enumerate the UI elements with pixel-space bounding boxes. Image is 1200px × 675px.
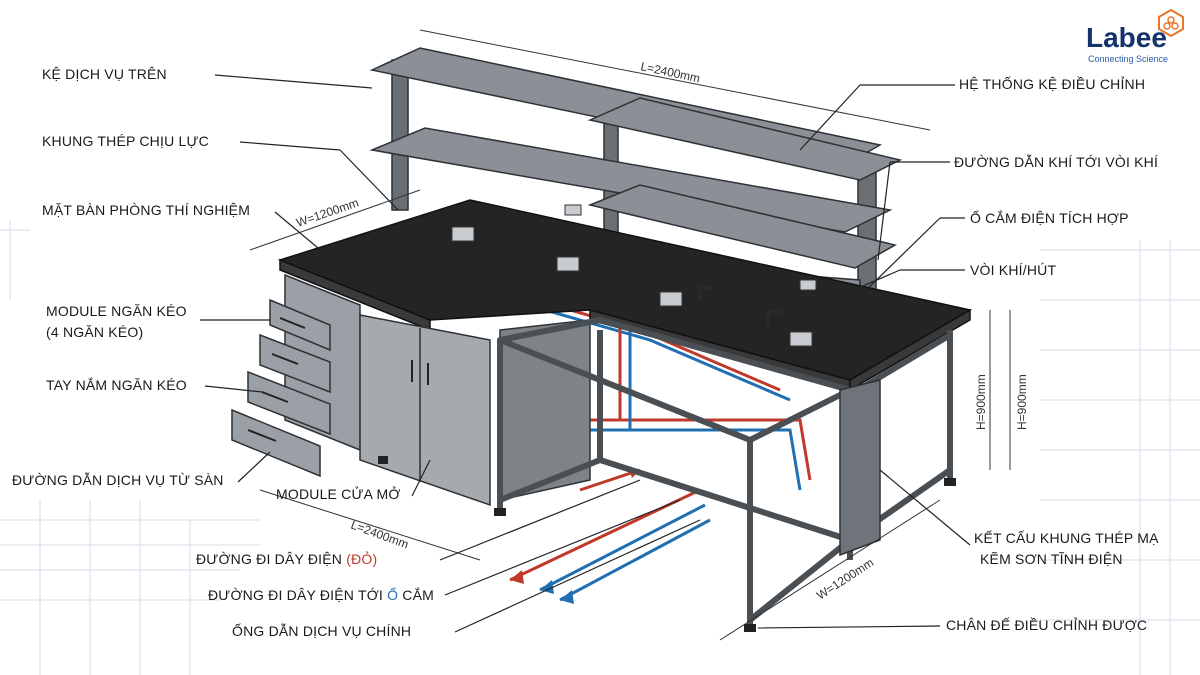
dim-bottom-length: L=2400mm: [349, 518, 411, 552]
background-grid: [0, 220, 1200, 675]
label-steel-frame: KHUNG THÉP CHỊU LỰC: [42, 133, 209, 149]
dim-top-width: W=1200mm: [294, 195, 360, 229]
label-upper-shelf: KỆ DỊCH VỤ TRÊN: [42, 66, 167, 82]
adjustable-feet: [378, 456, 956, 632]
label-power-line-red: (ĐỎ): [346, 551, 378, 567]
dim-height-1: H=900mm: [974, 374, 988, 430]
brand-name: Labee: [1086, 22, 1167, 53]
label-adjustable-shelf: HỆ THỐNG KỆ ĐIỀU CHỈNH: [959, 76, 1146, 92]
brand-logo: Labee Connecting Science: [1086, 8, 1196, 68]
drawer-handles: [247, 317, 306, 442]
label-power-outlet-line-prefix: ĐƯỜNG ĐI DÂY ĐIỆN TỚI: [208, 587, 388, 603]
label-power-outlet-line: ĐƯỜNG ĐI DÂY ĐIỆN TỚI Ổ CẮM: [208, 587, 434, 603]
label-drawer-module: MODULE NGĂN KÉO: [46, 303, 187, 319]
outlets: [451, 204, 817, 347]
hexagon-logo-icon: [1158, 8, 1184, 38]
label-power-line: ĐƯỜNG ĐI DÂY ĐIỆN (ĐỎ): [196, 551, 377, 567]
label-drawer-handle: TAY NẮM NGĂN KÉO: [46, 377, 187, 393]
upper-shelves: [369, 47, 903, 291]
label-door-module: MODULE CỬA MỞ: [276, 486, 401, 502]
label-gas-tap: VÒI KHÍ/HÚT: [970, 262, 1057, 278]
label-power-outlet-line-suffix: CẮM: [398, 587, 434, 603]
brand-tagline: Connecting Science: [1088, 54, 1169, 64]
dim-height-2: H=900mm: [1015, 374, 1029, 430]
label-floor-service: ĐƯỜNG DẪN DỊCH VỤ TỪ SÀN: [12, 472, 224, 488]
label-drawer-count: (4 NGĂN KÉO): [46, 324, 144, 340]
label-power-line-text: ĐƯỜNG ĐI DÂY ĐIỆN: [196, 551, 347, 567]
label-bench-top: MẶT BÀN PHÒNG THÍ NGHIỆM: [42, 202, 251, 218]
label-integrated-socket: Ổ CẮM ĐIỆN TÍCH HỢP: [970, 210, 1129, 226]
label-frame-structure-1: KẾT CẤU KHUNG THÉP MẠ: [974, 530, 1159, 546]
dim-top-length: L=2400mm: [639, 59, 701, 85]
gas-taps: [698, 286, 782, 325]
door-module: [359, 314, 491, 507]
label-gas-line: ĐƯỜNG DẪN KHÍ TỚI VÒI KHÍ: [954, 154, 1159, 170]
label-frame-structure-2: KẼM SƠN TĨNH ĐIỆN: [980, 551, 1123, 567]
label-adjustable-foot: CHÂN ĐẾ ĐIỀU CHỈNH ĐƯỢC: [946, 617, 1148, 633]
drawer-module: [231, 273, 361, 478]
dimension-lines: [249, 29, 1011, 641]
leader-lines: [200, 74, 971, 633]
label-main-service-pipe: ỐNG DẪN DỊCH VỤ CHÍNH: [232, 623, 412, 639]
label-power-outlet-line-o: Ổ: [387, 587, 399, 603]
leg-panel: [839, 379, 881, 557]
